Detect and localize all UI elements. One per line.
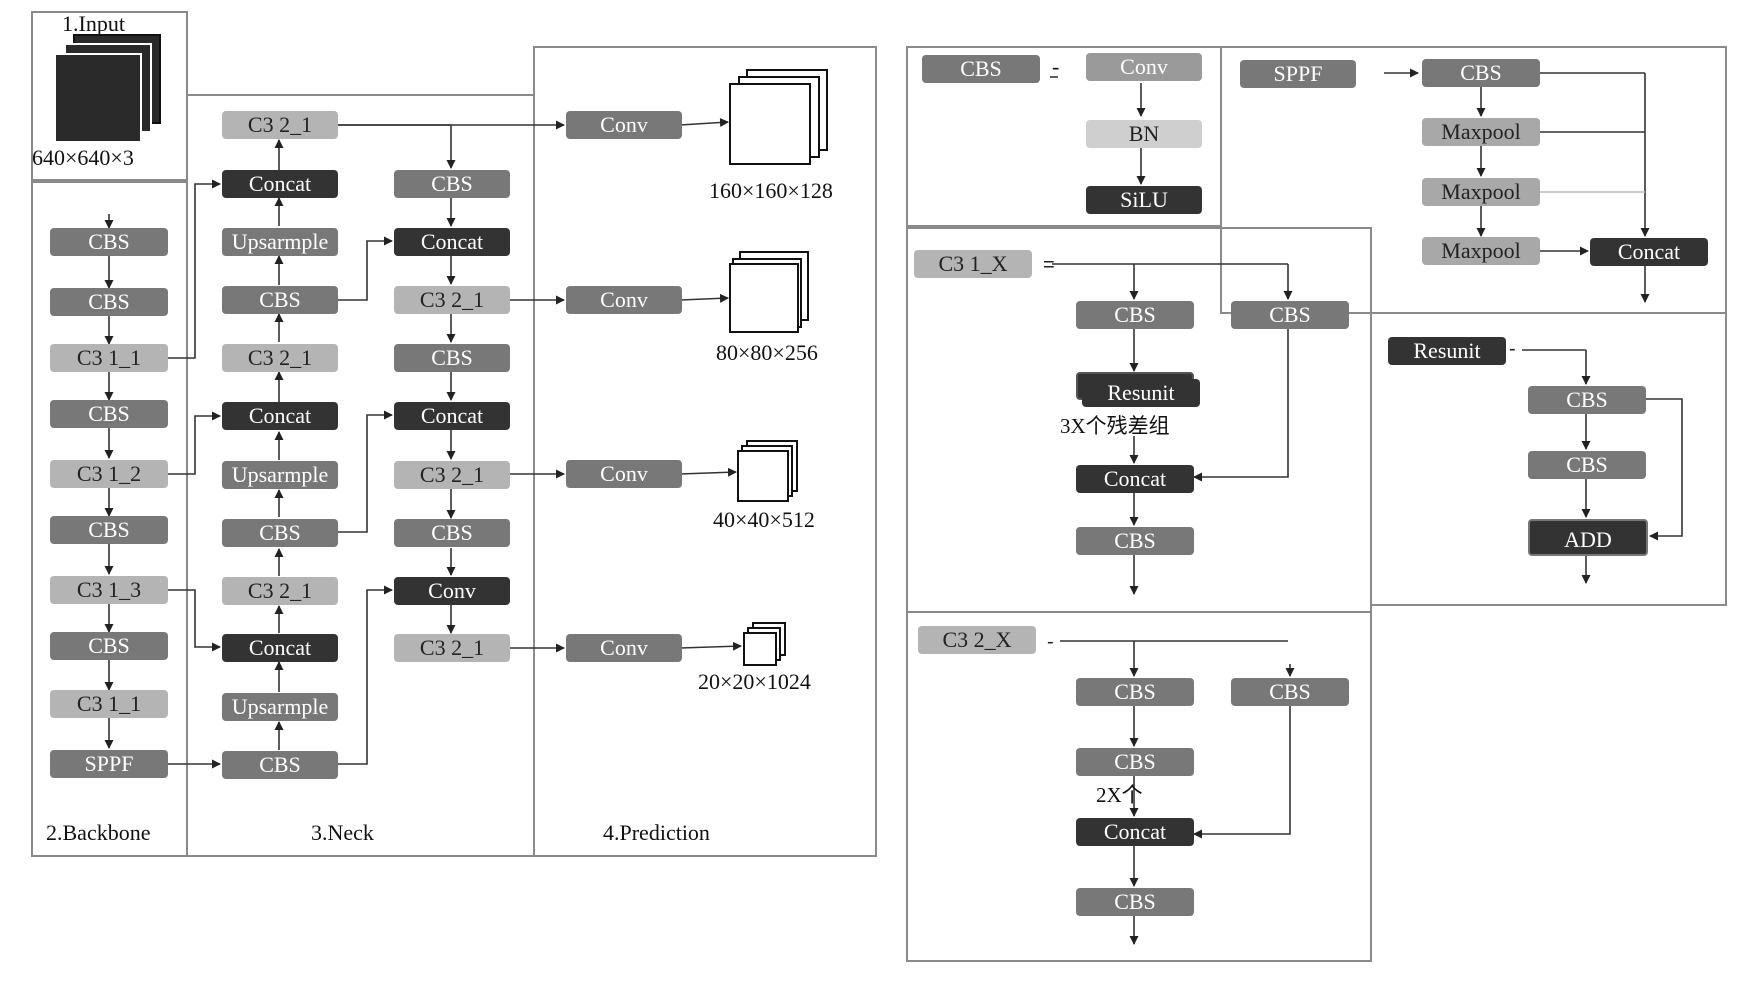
backbone-c3-1-1b: C3 1_1 (50, 690, 168, 718)
output-dim-160: 160×160×128 (709, 178, 833, 203)
def-cbs-name: CBS (922, 55, 1040, 83)
pred-conv-1: Conv (566, 111, 682, 139)
resunit-def-panel (1370, 312, 1727, 606)
neck-concat-3: Concat (222, 634, 338, 662)
neck2-concat-1: Concat (394, 228, 510, 256)
neck-cbs-2: CBS (222, 519, 338, 547)
backbone-panel-title: 2.Backbone (46, 820, 151, 845)
def-c31x-concat: Concat (1076, 465, 1194, 493)
output-dim-40: 40×40×512 (713, 507, 815, 532)
output-dim-20: 20×20×1024 (698, 669, 811, 694)
def-resunit-add: ADD (1528, 519, 1648, 556)
neck-concat-1: Concat (222, 170, 338, 198)
def-c31x-cbs-1: CBS (1076, 301, 1194, 329)
neck2-c3-2-1-c: C3 2_1 (394, 634, 510, 662)
prediction-panel (533, 46, 877, 857)
backbone-cbs-1: CBS (50, 228, 168, 256)
neck-upsample-1: Upsarmple (222, 228, 338, 256)
neck2-c3-2-1-b: C3 2_1 (394, 461, 510, 489)
def-c32x-cbs-1: CBS (1076, 678, 1194, 706)
def-resunit-name: Resunit (1388, 337, 1506, 365)
pred-conv-2: Conv (566, 286, 682, 314)
def-resunit-cbs-2: CBS (1528, 451, 1646, 479)
def-sppf-concat: Concat (1590, 238, 1708, 266)
def-cbs-silu: SiLU (1086, 186, 1202, 214)
def-sppf-cbs: CBS (1422, 59, 1540, 87)
backbone-c3-1-2: C3 1_2 (50, 460, 168, 488)
backbone-cbs-4: CBS (50, 516, 168, 544)
pred-conv-4: Conv (566, 634, 682, 662)
def-cbs-conv: Conv (1086, 53, 1202, 81)
neck-c3-2-1-low: C3 2_1 (222, 577, 338, 605)
c32x-def-panel (906, 611, 1372, 962)
backbone-c3-1-1: C3 1_1 (50, 344, 168, 372)
neck-upsample-3: Upsarmple (222, 693, 338, 721)
def-c31x-cbs-right: CBS (1231, 301, 1349, 329)
def-c32x-note: 2X个 (1096, 783, 1143, 807)
backbone-sppf: SPPF (50, 750, 168, 778)
def-sppf-maxpool-3: Maxpool (1422, 237, 1540, 265)
output-dim-80: 80×80×256 (716, 340, 818, 365)
input-panel-title: 1.Input (62, 11, 125, 36)
neck2-cbs-1: CBS (394, 170, 510, 198)
pred-conv-3: Conv (566, 460, 682, 488)
backbone-cbs-3: CBS (50, 400, 168, 428)
def-c32x-cbs-2: CBS (1076, 748, 1194, 776)
input-dimensions: 640×640×3 (32, 145, 134, 170)
backbone-c3-1-3: C3 1_3 (50, 576, 168, 604)
neck-panel-title: 3.Neck (311, 820, 374, 845)
neck-cbs-1: CBS (222, 286, 338, 314)
def-sppf-maxpool-2: Maxpool (1422, 178, 1540, 206)
def-c32x-cbs-3: CBS (1076, 888, 1194, 916)
neck-upsample-2: Upsarmple (222, 461, 338, 489)
neck2-cbs-3: CBS (394, 519, 510, 547)
def-resunit-cbs-1: CBS (1528, 386, 1646, 414)
backbone-cbs-2: CBS (50, 288, 168, 316)
def-c31x-name: C3 1_X (914, 250, 1032, 278)
def-c32x-cbs-right: CBS (1231, 678, 1349, 706)
neck2-conv: Conv (394, 577, 510, 605)
def-c31x-note: 3X个残差组 (1060, 414, 1170, 438)
def-cbs-bn: BN (1086, 120, 1202, 148)
neck-c3-2-1-mid: C3 2_1 (222, 344, 338, 372)
neck2-concat-2: Concat (394, 402, 510, 430)
def-c32x-concat: Concat (1076, 818, 1194, 846)
def-c31x-resunit: Resunit (1082, 379, 1200, 407)
prediction-panel-title: 4.Prediction (603, 820, 710, 845)
def-c32x-name: C3 2_X (918, 626, 1036, 654)
neck-cbs-3: CBS (222, 751, 338, 779)
def-c31x-cbs-2: CBS (1076, 527, 1194, 555)
neck-concat-2: Concat (222, 402, 338, 430)
def-sppf-maxpool-1: Maxpool (1422, 118, 1540, 146)
neck2-cbs-2: CBS (394, 344, 510, 372)
def-sppf-name: SPPF (1240, 60, 1356, 88)
def-cbs-dash: - (1052, 54, 1060, 79)
neck2-c3-2-1-a: C3 2_1 (394, 286, 510, 314)
backbone-cbs-5: CBS (50, 632, 168, 660)
neck-c3-2-1-top: C3 2_1 (222, 111, 338, 139)
